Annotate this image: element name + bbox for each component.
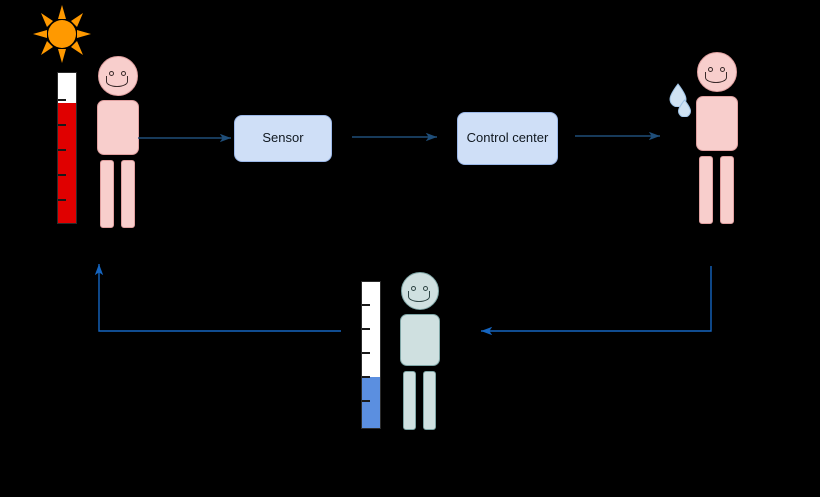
thermometer-high (57, 72, 77, 224)
person-cooled (396, 272, 451, 430)
sweat-drop-icon (677, 99, 692, 118)
sweat-drop-icon (668, 83, 688, 108)
person-sweating-leg-right (720, 156, 734, 224)
thermometer-tick (362, 304, 370, 306)
person-hot-leg-left (100, 160, 114, 228)
thermometer-low (361, 281, 381, 429)
node-sensor-label: Sensor (262, 130, 304, 146)
mouth-smile (106, 76, 128, 87)
thermometer-tick (362, 328, 370, 330)
feedback-effector-to-cooled (481, 266, 712, 336)
person-sweating-leg-left (699, 156, 713, 224)
person-cooled-torso (400, 314, 440, 366)
sun-icon (30, 4, 94, 64)
person-hot-leg-right (121, 160, 135, 228)
person-cooled-head (401, 272, 439, 310)
thermometer-tick (58, 149, 66, 151)
thermometer-tick (362, 376, 370, 378)
thermometer-tick (58, 199, 66, 201)
thermometer-high-mercury (58, 103, 76, 223)
thermometer-tick (58, 99, 66, 101)
person-sweating-head (697, 52, 737, 92)
person-sweating (690, 52, 745, 224)
node-control-center[interactable]: Control center (457, 112, 558, 165)
person-sweating-torso (696, 96, 738, 151)
person-hot (91, 56, 146, 228)
thermometer-tick (58, 124, 66, 126)
thermometer-low-mercury (362, 376, 380, 428)
mouth-smile (408, 291, 430, 302)
thermometer-tick (58, 174, 66, 176)
feedback-cooled-to-stimulus (94, 264, 341, 332)
node-control-center-label: Control center (466, 130, 549, 146)
thermometer-tick (362, 400, 370, 402)
person-cooled-leg-left (403, 371, 416, 430)
thermometer-tick (362, 352, 370, 354)
node-sensor[interactable]: Sensor (234, 115, 332, 162)
mouth-smile (705, 72, 727, 83)
person-hot-head (98, 56, 138, 96)
person-hot-torso (97, 100, 139, 155)
person-cooled-leg-right (423, 371, 436, 430)
